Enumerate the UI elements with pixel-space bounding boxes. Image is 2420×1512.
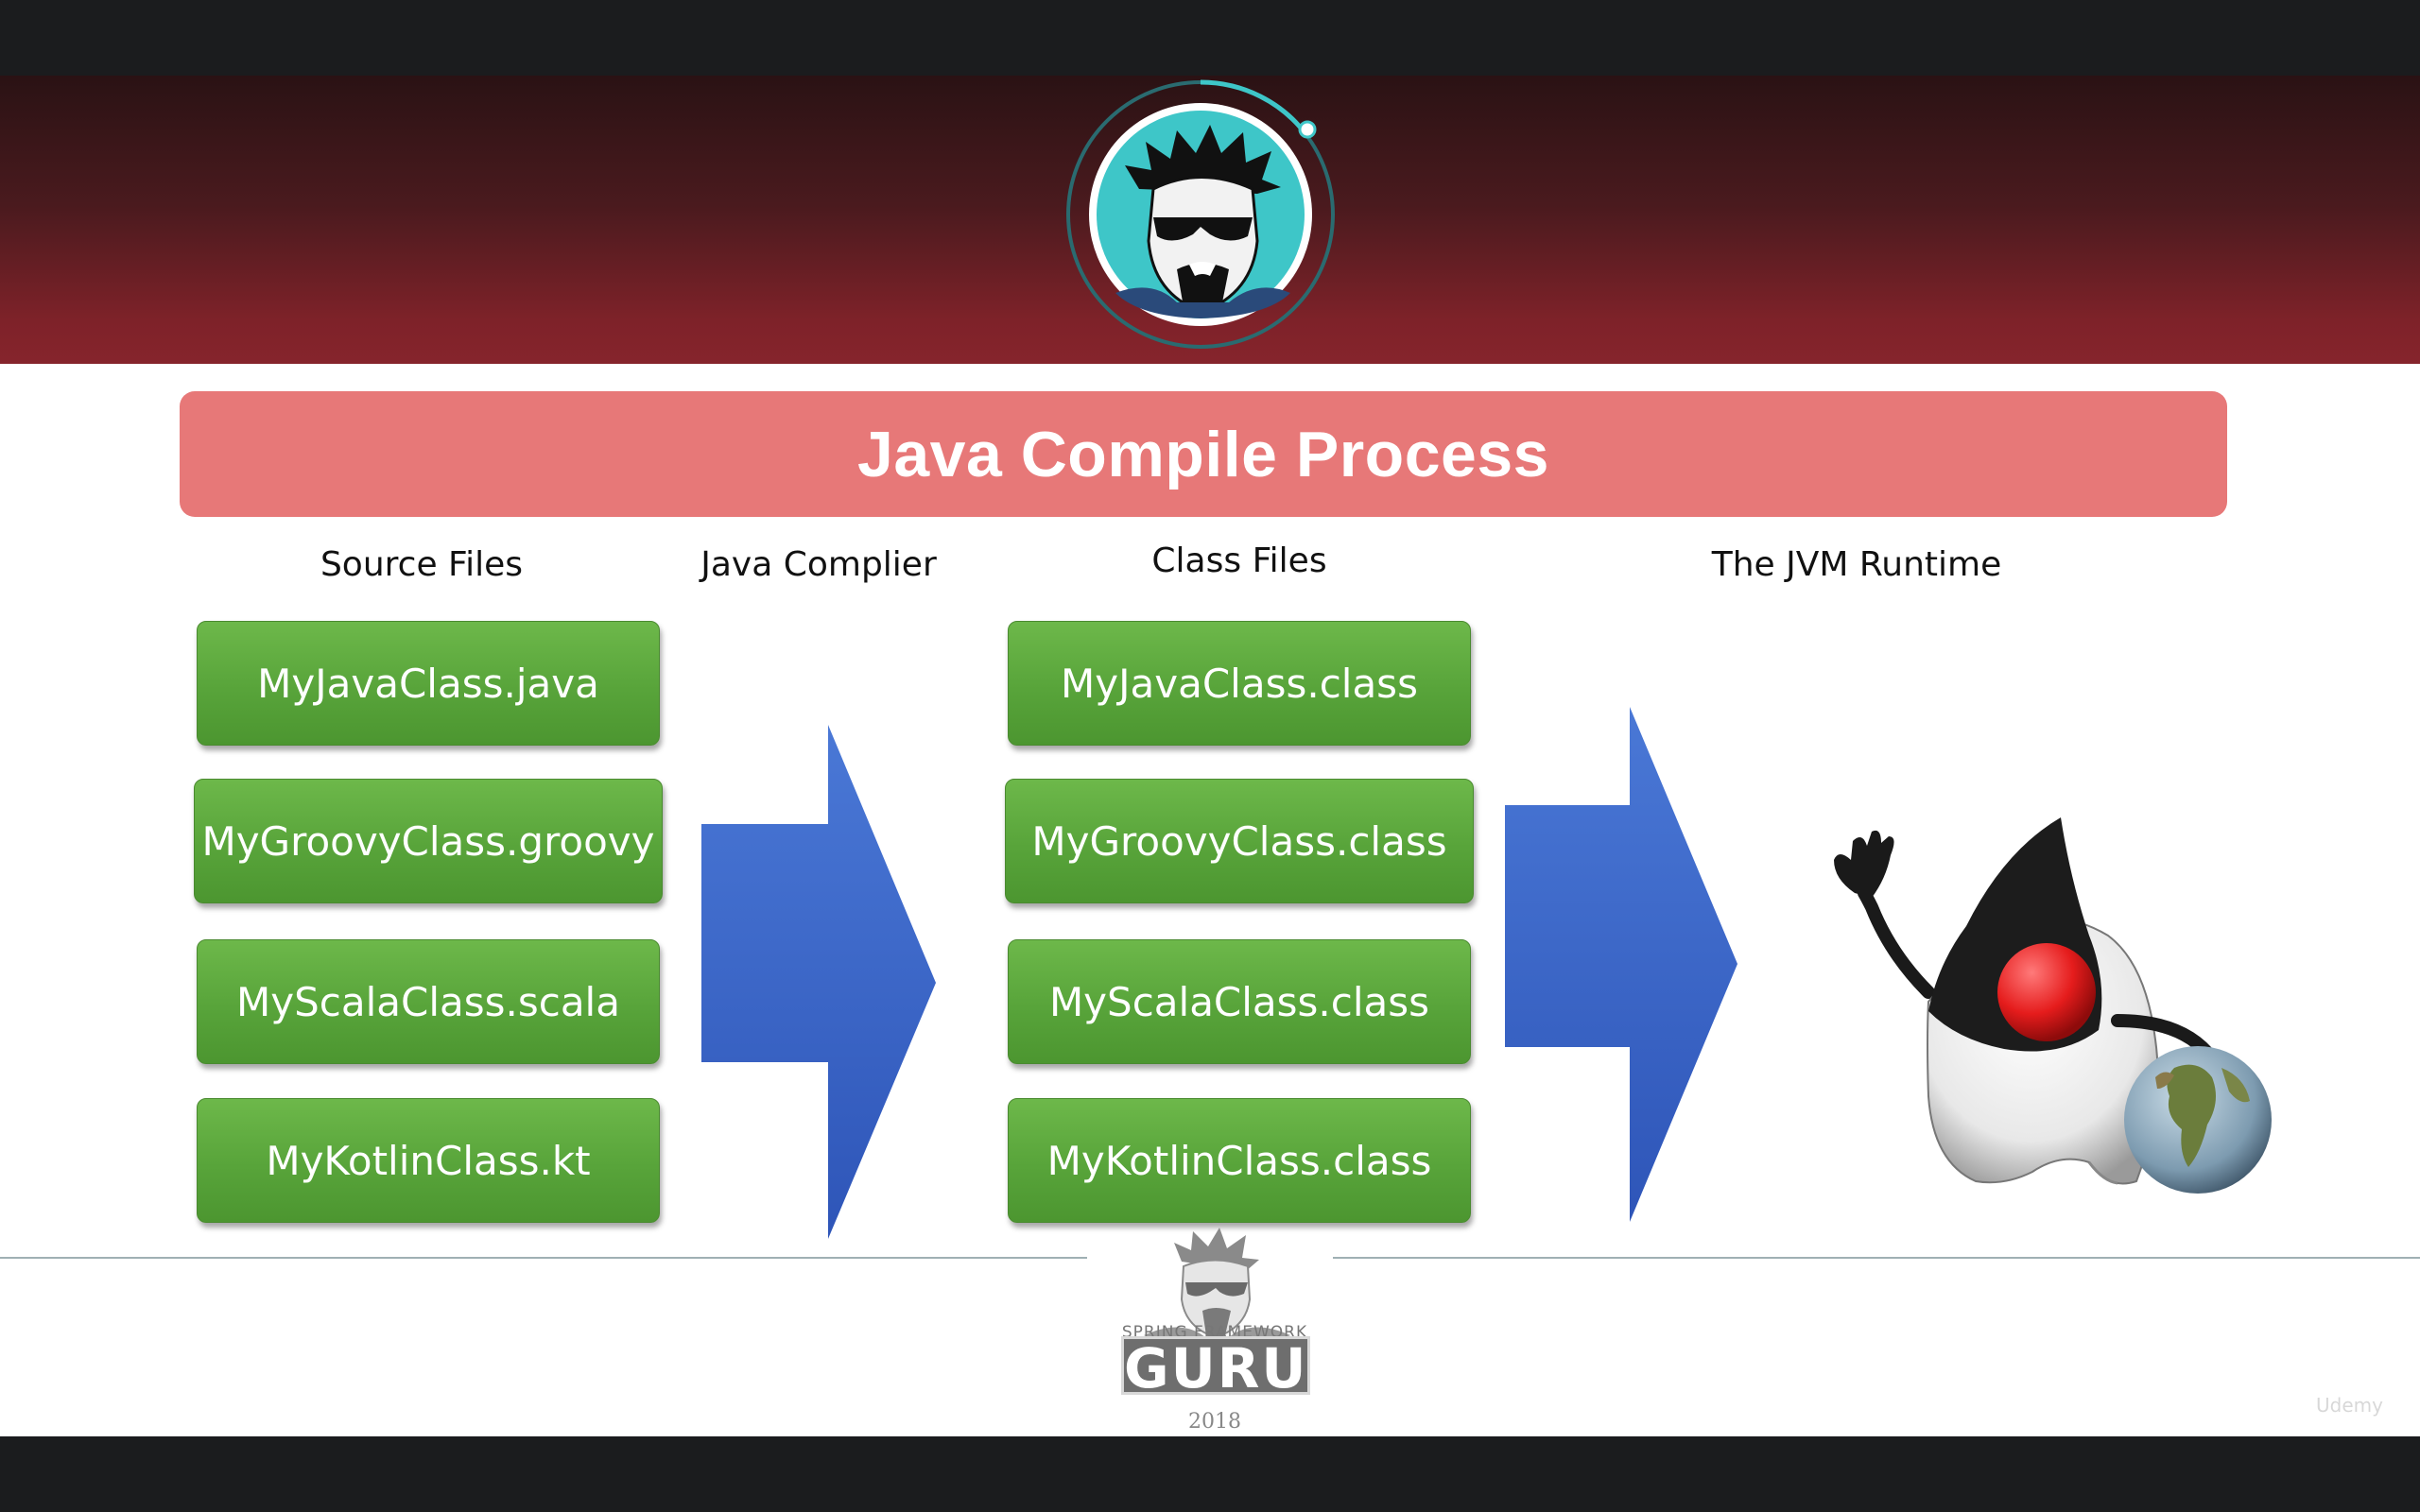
- column-header-jvm-runtime: The JVM Runtime: [1711, 545, 2002, 584]
- column-header-java-compiler: Java Complier: [700, 545, 937, 584]
- column-header-source-files: Source Files: [320, 545, 524, 584]
- class-file-kotlin: MyKotlinClass.class: [1008, 1098, 1471, 1223]
- class-file-scala: MyScalaClass.class: [1008, 939, 1471, 1064]
- source-file-kotlin: MyKotlinClass.kt: [197, 1098, 660, 1223]
- source-file-groovy: MyGroovyClass.groovy: [194, 779, 663, 903]
- column-header-class-files: Class Files: [1151, 541, 1327, 580]
- instructor-avatar: [1059, 76, 1342, 359]
- udemy-watermark: Udemy: [2316, 1394, 2383, 1417]
- slide-title: Java Compile Process: [857, 418, 1549, 490]
- avatar-icon: [1066, 79, 1335, 349]
- guru-face-logo-icon: [1144, 1228, 1290, 1349]
- duke-mascot-icon: [1834, 817, 2272, 1194]
- source-file-scala: MyScalaClass.scala: [197, 939, 660, 1064]
- title-bar: Java Compile Process: [180, 391, 2227, 517]
- logo-year: 2018: [1188, 1410, 1241, 1434]
- compiler-arrow-icon: [701, 725, 936, 1239]
- class-file-groovy: MyGroovyClass.class: [1005, 779, 1474, 903]
- runtime-arrow-icon: [1505, 707, 1737, 1222]
- slide: Java Compile Process Source Files Java C…: [0, 76, 2420, 1436]
- class-file-java: MyJavaClass.class: [1008, 621, 1471, 746]
- source-file-java: MyJavaClass.java: [197, 621, 660, 746]
- logo-wordmark: GURU: [1121, 1336, 1310, 1398]
